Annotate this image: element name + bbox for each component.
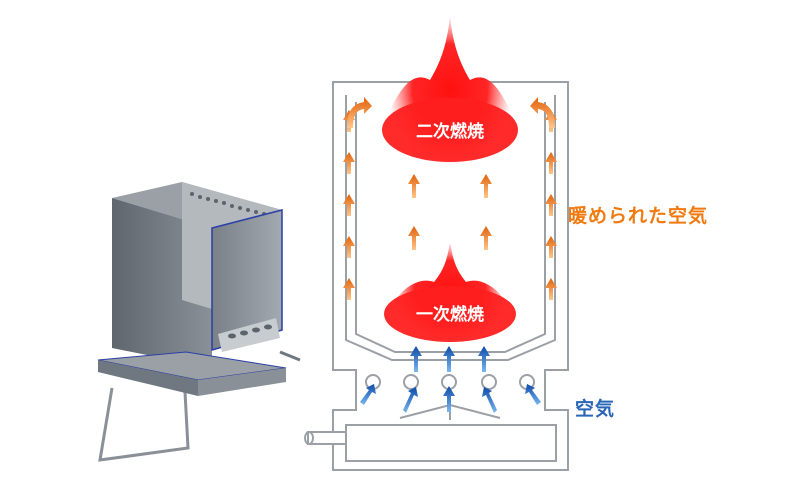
secondary-combustion-label: 二次燃焼	[416, 121, 484, 142]
warm-arrow-curve-left	[347, 97, 372, 128]
outer-wall	[332, 81, 569, 471]
ash-drawer	[345, 424, 557, 462]
warm-air-arrows	[343, 97, 557, 300]
stove-front-panel	[211, 209, 283, 351]
secondary-flame	[382, 14, 518, 165]
primary-flame	[384, 240, 516, 342]
stove-handle	[279, 350, 301, 362]
primary-combustion-label: 一次燃焼	[416, 304, 484, 325]
stove-grate-holes	[228, 324, 272, 339]
air-label: 空気	[575, 398, 616, 420]
stove-ash-tray-front	[98, 360, 198, 396]
warm-arrow-left-column	[343, 110, 355, 300]
air-intake-arrows	[360, 346, 541, 413]
side-pipe	[307, 431, 347, 445]
side-pipe-end	[304, 431, 314, 445]
warm-arrow-curve-right	[530, 97, 555, 128]
warmed-air-label: 暖められた空気	[568, 205, 709, 227]
warm-arrow-right-column	[545, 110, 557, 300]
stove-3d-render	[97, 182, 301, 462]
air-hole-4	[481, 374, 497, 390]
air-hole-2	[403, 374, 419, 390]
warm-arrow-center	[408, 174, 492, 250]
stove-leg-frame	[98, 387, 190, 462]
stove-ash-tray-side	[198, 368, 286, 396]
